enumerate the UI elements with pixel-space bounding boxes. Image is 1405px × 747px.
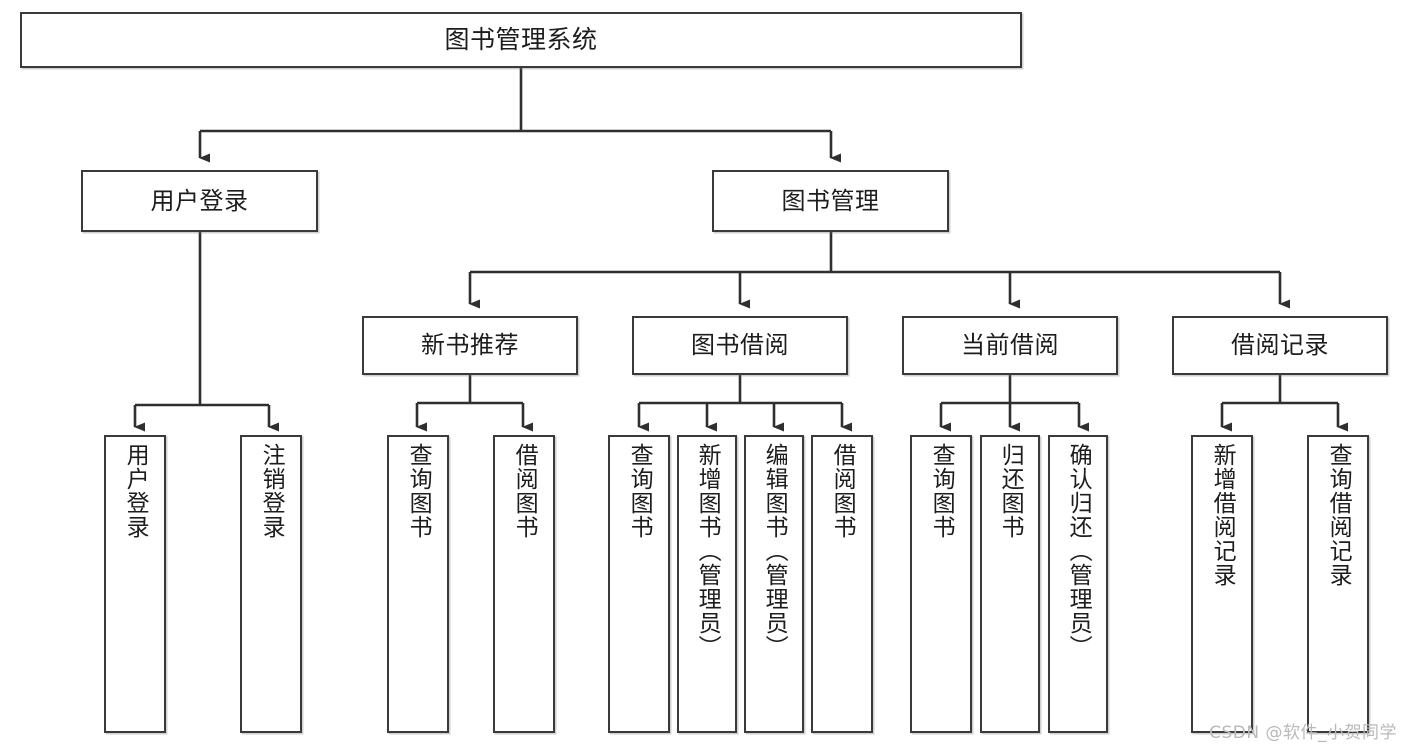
node-book-manage[interactable]: 图书管理 bbox=[712, 170, 949, 232]
node-label: 编辑图书（管理员） bbox=[761, 443, 788, 659]
node-label: 图书管理系统 bbox=[444, 25, 598, 55]
node-label: 归还图书 bbox=[997, 443, 1024, 539]
node-leaf-borrow-book[interactable]: 借阅图书 bbox=[811, 435, 873, 733]
node-leaf-logout-login[interactable]: 注销登录 bbox=[240, 435, 302, 733]
node-leaf-edit-book-admin[interactable]: 编辑图书（管理员） bbox=[744, 435, 804, 733]
node-label: 查询图书 bbox=[626, 443, 653, 539]
node-label: 查询图书 bbox=[928, 443, 955, 539]
node-borrow-record[interactable]: 借阅记录 bbox=[1172, 316, 1388, 375]
node-leaf-user-login[interactable]: 用户登录 bbox=[104, 435, 166, 733]
node-current-borrow[interactable]: 当前借阅 bbox=[902, 316, 1118, 375]
node-book-borrow[interactable]: 图书借阅 bbox=[632, 316, 848, 375]
node-leaf-confirm-return-admin[interactable]: 确认归还（管理员） bbox=[1048, 435, 1108, 733]
node-leaf-add-book-admin[interactable]: 新增图书（管理员） bbox=[677, 435, 737, 733]
node-root-book-management-system[interactable]: 图书管理系统 bbox=[20, 12, 1022, 68]
node-leaf-borrow-book-recommend[interactable]: 借阅图书 bbox=[493, 435, 555, 733]
node-label: 图书借阅 bbox=[691, 331, 789, 360]
node-label: 图书管理 bbox=[781, 186, 880, 215]
node-leaf-query-borrow-record[interactable]: 查询借阅记录 bbox=[1307, 435, 1369, 733]
node-user-login[interactable]: 用户登录 bbox=[81, 170, 318, 232]
node-label: 新书推荐 bbox=[421, 331, 519, 360]
node-label: 查询图书 bbox=[405, 443, 432, 539]
node-label: 当前借阅 bbox=[961, 331, 1059, 360]
watermark-text: CSDN @软件_小贺同学 bbox=[1209, 723, 1397, 743]
node-leaf-query-book-current[interactable]: 查询图书 bbox=[910, 435, 972, 733]
node-label: 新增图书（管理员） bbox=[694, 443, 721, 659]
node-new-book-recommend[interactable]: 新书推荐 bbox=[362, 316, 578, 375]
node-label: 注销登录 bbox=[258, 443, 285, 539]
node-leaf-query-book-borrow[interactable]: 查询图书 bbox=[608, 435, 670, 733]
node-label: 借阅图书 bbox=[829, 443, 856, 539]
node-leaf-query-book-recommend[interactable]: 查询图书 bbox=[387, 435, 449, 733]
node-label: 用户登录 bbox=[150, 186, 249, 215]
node-label: 借阅记录 bbox=[1231, 331, 1329, 360]
node-leaf-return-book[interactable]: 归还图书 bbox=[980, 435, 1040, 733]
node-label: 用户登录 bbox=[122, 443, 149, 539]
node-leaf-add-borrow-record[interactable]: 新增借阅记录 bbox=[1191, 435, 1253, 733]
node-label: 借阅图书 bbox=[511, 443, 538, 539]
node-label: 确认归还（管理员） bbox=[1065, 443, 1092, 659]
node-label: 新增借阅记录 bbox=[1209, 443, 1236, 587]
node-label: 查询借阅记录 bbox=[1325, 443, 1352, 587]
